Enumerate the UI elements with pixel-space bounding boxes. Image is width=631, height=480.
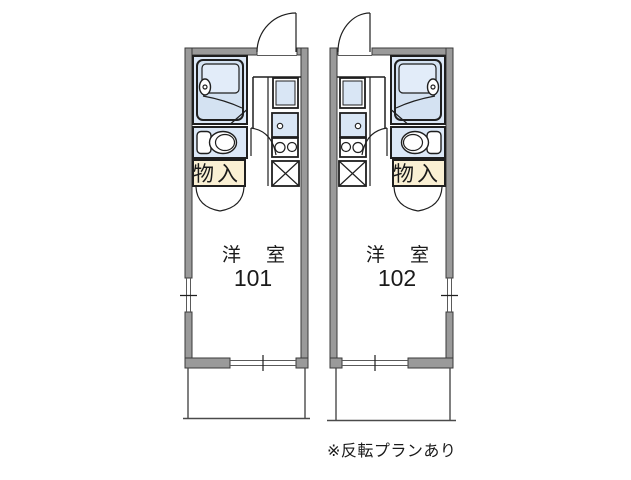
room-102: 洋室 102 <box>366 244 454 291</box>
stove-burner-left <box>274 141 286 154</box>
closet-door-right <box>417 186 443 212</box>
unit-101: 物入 洋室 <box>180 12 310 420</box>
storage-label: 物入 <box>193 163 241 186</box>
reversed-plan-note: ※反転プランあり <box>327 442 456 460</box>
stove-burner-right <box>352 141 364 154</box>
storage-box <box>392 159 446 187</box>
windows-101 <box>180 278 296 371</box>
entrance-door-102 <box>337 12 372 56</box>
balcony-102 <box>327 368 456 422</box>
room-101: 洋室 101 <box>222 244 310 291</box>
bathtub-inner <box>201 63 240 94</box>
bathtub-inner <box>398 63 437 94</box>
counter-drain <box>354 122 362 130</box>
balcony-outline <box>183 368 310 420</box>
bathroom-102 <box>390 55 446 125</box>
room-label: 洋室 <box>366 244 454 266</box>
faucet-icon <box>426 78 440 96</box>
bath-door-mark <box>391 109 408 124</box>
windows-102 <box>342 278 458 371</box>
washer-x-mark <box>338 160 367 187</box>
faucet-knob <box>430 84 436 90</box>
entrance-door-101 <box>256 12 297 56</box>
room-label: 洋室 <box>222 244 310 266</box>
toilet-bowl <box>208 130 238 155</box>
stove-burner-right <box>286 141 298 153</box>
sink-basin <box>342 80 363 106</box>
closet-door-right <box>219 186 245 212</box>
unit-102: 物入 洋室 <box>327 12 458 422</box>
counter-drain <box>276 122 284 130</box>
kitchen-102 <box>337 76 388 187</box>
toilet-bowl-inner <box>214 133 236 152</box>
room-number: 101 <box>234 265 272 291</box>
toilet-door-arc <box>361 127 388 156</box>
toilet-door-arc <box>250 127 277 156</box>
door-swing-arc <box>256 12 297 53</box>
faucet-knob <box>202 84 208 90</box>
room-number: 102 <box>378 265 416 291</box>
closet-door-left <box>393 186 419 212</box>
washer-x-mark <box>271 160 300 187</box>
bath-door-mark <box>230 109 247 124</box>
sink-basin <box>275 80 296 106</box>
closet-door-left <box>195 186 221 212</box>
toilet-102 <box>390 126 446 159</box>
kitchen-101 <box>250 76 301 187</box>
stove-burner-left <box>340 141 352 153</box>
storage-box <box>192 159 246 187</box>
toilet-bowl-inner <box>402 133 424 152</box>
faucet-icon <box>198 78 212 96</box>
storage-101: 物入 <box>192 159 246 212</box>
bathtub-edge-line <box>202 95 243 109</box>
bathtub-edge-line <box>395 95 436 109</box>
storage-label: 物入 <box>393 163 441 186</box>
bathroom-101 <box>192 55 248 125</box>
door-swing-arc <box>337 12 371 53</box>
toilet-bowl <box>400 130 430 155</box>
balcony-outline <box>327 368 456 422</box>
storage-102: 物入 <box>392 159 446 212</box>
counter-unit <box>339 112 367 138</box>
toilet-101 <box>192 126 248 159</box>
balcony-101 <box>183 368 310 420</box>
counter-unit <box>271 112 299 138</box>
